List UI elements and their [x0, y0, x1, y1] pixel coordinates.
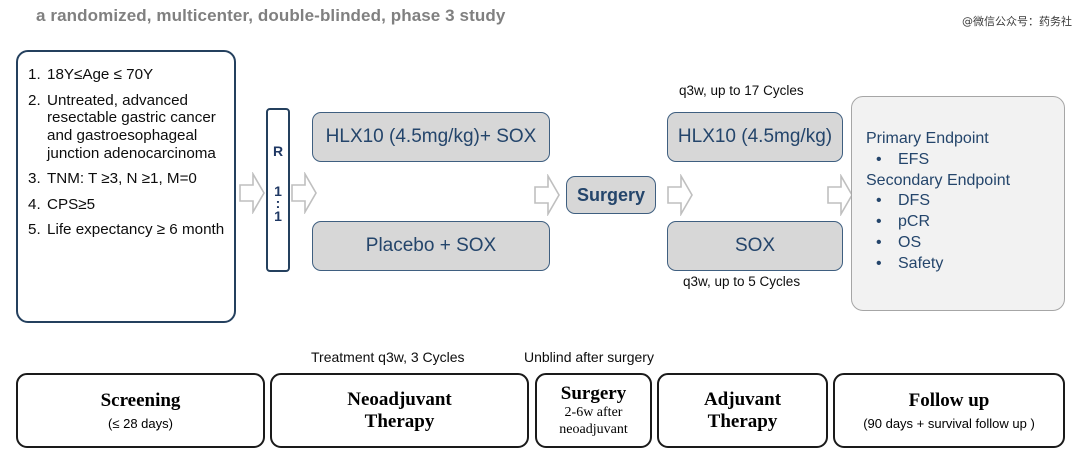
endpoint-label: Safety: [898, 254, 944, 272]
phase-screening: Screening (≤ 28 days): [16, 373, 265, 448]
arm-experimental-neoadjuvant: HLX10 (4.5mg/kg)+ SOX: [312, 112, 550, 162]
criteria-item-number: 2.: [28, 91, 41, 109]
criteria-item: 2. Untreated, advanced resectable gastri…: [28, 92, 226, 163]
randomization-label: R: [272, 143, 284, 159]
phase-subtitle: (≤ 28 days): [108, 415, 173, 431]
secondary-endpoint-list: • DFS • pCR • OS • Safety: [866, 191, 1064, 274]
phase-follow-up: Follow up (90 days + survival follow up …: [833, 373, 1065, 448]
bullet-icon: •: [876, 233, 882, 251]
surgery-box: Surgery: [566, 176, 656, 214]
criteria-item-number: 3.: [28, 170, 41, 188]
criteria-item-number: 1.: [28, 66, 41, 83]
endpoint-item: • OS: [866, 233, 1064, 254]
criteria-item-text: Untreated, advanced resectable gastric c…: [47, 91, 216, 162]
endpoint-label: EFS: [898, 150, 930, 168]
phase-title-line2: Therapy: [364, 410, 435, 432]
cycles-note-top: q3w, up to 17 Cycles: [679, 83, 804, 98]
endpoint-label: OS: [898, 233, 922, 251]
arm-control-neoadjuvant: Placebo + SOX: [312, 221, 550, 271]
endpoint-item: • pCR: [866, 212, 1064, 233]
criteria-item: 1. 18Y≤Age ≤ 70Y: [28, 66, 226, 84]
phase-adjuvant-therapy: Adjuvant Therapy: [657, 373, 828, 448]
endpoint-label: pCR: [898, 213, 931, 231]
flow-arrow-icon: [534, 174, 560, 216]
phase-title: Screening: [100, 390, 181, 412]
phase-subtitle: (90 days + survival follow up ): [863, 415, 1035, 431]
criteria-item: 5. Life expectancy ≥ 6 month: [28, 221, 226, 239]
flow-arrow-icon: [827, 174, 853, 216]
phase-title-line2: Therapy: [707, 410, 778, 432]
primary-endpoint-list: • EFS: [866, 150, 1064, 171]
criteria-item-number: 5.: [28, 221, 41, 239]
page-title: a randomized, multicenter, double-blinde…: [36, 6, 506, 25]
endpoint-label: DFS: [898, 192, 930, 210]
phase-surgery: Surgery 2-6w after neoadjuvant: [535, 373, 652, 448]
criteria-item: 3. TNM: T ≥3, N ≥1, M=0: [28, 170, 226, 188]
phase-title: Surgery: [560, 382, 627, 404]
arm-control-adjuvant: SOX: [667, 221, 843, 271]
inclusion-criteria-box: 1. 18Y≤Age ≤ 70Y 2. Untreated, advanced …: [16, 50, 236, 323]
endpoint-item: • EFS: [866, 150, 1064, 171]
secondary-endpoint-title: Secondary Endpoint: [866, 171, 1011, 189]
randomization-ratio-bottom: 1: [274, 207, 282, 224]
cycles-note-bottom: q3w, up to 5 Cycles: [683, 274, 801, 289]
arm-experimental-adjuvant: HLX10 (4.5mg/kg): [667, 112, 843, 162]
flow-arrow-icon: [291, 172, 317, 214]
randomization-box: R 1 : 1: [266, 108, 290, 272]
flow-arrow-icon: [667, 174, 693, 216]
criteria-item-text: 18Y≤Age ≤ 70Y: [47, 66, 154, 83]
criteria-item-number: 4.: [28, 195, 41, 213]
phase-title: Follow up: [908, 390, 990, 412]
bullet-icon: •: [876, 213, 882, 231]
phase-subtitle: 2-6w after: [564, 405, 623, 421]
timeline-note-treatment: Treatment q3w, 3 Cycles: [311, 349, 465, 365]
bullet-icon: •: [876, 192, 882, 210]
primary-endpoint-title: Primary Endpoint: [866, 130, 989, 147]
randomization-ratio-colon: :: [275, 195, 281, 211]
phase-subtitle-line2: neoadjuvant: [559, 422, 628, 438]
randomization-ratio-top: 1: [274, 183, 282, 199]
criteria-item-text: TNM: T ≥3, N ≥1, M=0: [47, 170, 197, 188]
endpoints-box: Primary Endpoint • EFS Secondary Endpoint…: [851, 96, 1065, 311]
phase-title: Adjuvant: [703, 389, 782, 411]
watermark: @微信公众号：药务社: [962, 15, 1072, 28]
flow-arrow-icon: [239, 172, 265, 214]
criteria-item-text: CPS≥5: [47, 195, 96, 213]
bullet-icon: •: [876, 150, 882, 168]
criteria-item-text: Life expectancy ≥ 6 month: [47, 221, 225, 239]
timeline-note-unblind: Unblind after surgery: [524, 349, 654, 365]
endpoint-item: • DFS: [866, 191, 1064, 212]
phase-neoadjuvant-therapy: Neoadjuvant Therapy: [270, 373, 529, 448]
phase-title: Neoadjuvant: [347, 389, 452, 411]
inclusion-criteria-list: 1. 18Y≤Age ≤ 70Y 2. Untreated, advanced …: [18, 52, 234, 239]
endpoint-item: • Safety: [866, 254, 1064, 275]
bullet-icon: •: [876, 254, 882, 272]
criteria-item: 4. CPS≥5: [28, 196, 226, 214]
